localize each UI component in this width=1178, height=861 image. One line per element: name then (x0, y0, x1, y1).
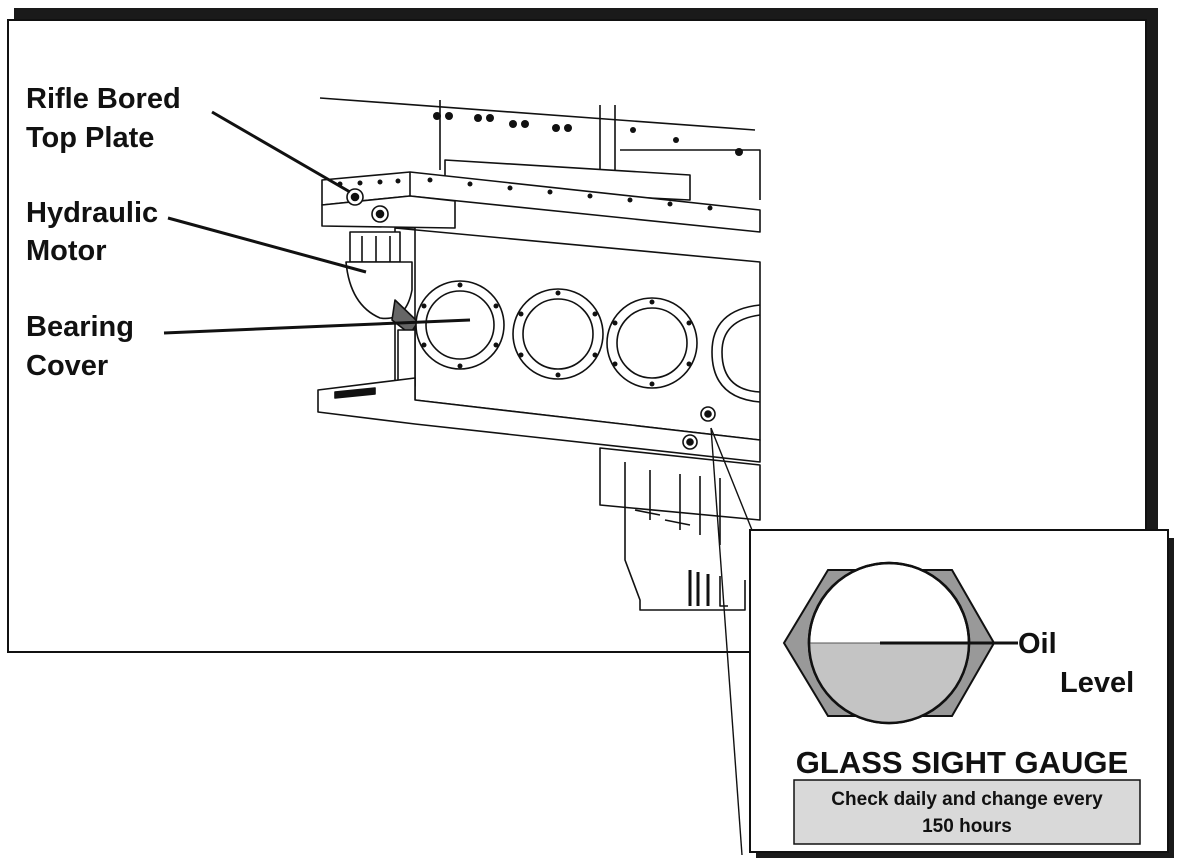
note-line-1: Check daily and change every (831, 789, 1103, 810)
label-oil-2: Level (1060, 667, 1134, 699)
label-bearing-2: Cover (26, 350, 108, 382)
callout-leaders (163, 110, 471, 335)
cover-bolts (421, 282, 692, 387)
label-motor-2: Motor (26, 235, 107, 267)
leader-top-plate (211, 110, 351, 194)
note-box (793, 779, 1141, 845)
bearing-covers (415, 280, 761, 403)
leader-bearing (163, 318, 471, 335)
machine-illustration (317, 97, 761, 611)
sight-gauge-inset: Oil Level GLASS SIGHT GAUGE Check daily … (749, 529, 1174, 858)
label-bearing-1: Bearing (26, 311, 134, 343)
leader-motor (167, 216, 367, 274)
label-top-plate-2: Top Plate (26, 122, 154, 154)
note-line-2: 150 hours (922, 816, 1012, 837)
label-oil-1: Oil (1018, 628, 1057, 660)
top-plate-holes (337, 177, 713, 211)
inset-title: GLASS SIGHT GAUGE (796, 745, 1128, 780)
label-motor-1: Hydraulic (26, 197, 158, 229)
callout-labels: Rifle Bored Top Plate Hydraulic Motor Be… (26, 83, 181, 382)
hydraulic-motor (345, 231, 419, 335)
zoom-lines (710, 427, 759, 856)
label-top-plate-1: Rifle Bored (26, 83, 181, 115)
frame-bolts (433, 112, 743, 156)
